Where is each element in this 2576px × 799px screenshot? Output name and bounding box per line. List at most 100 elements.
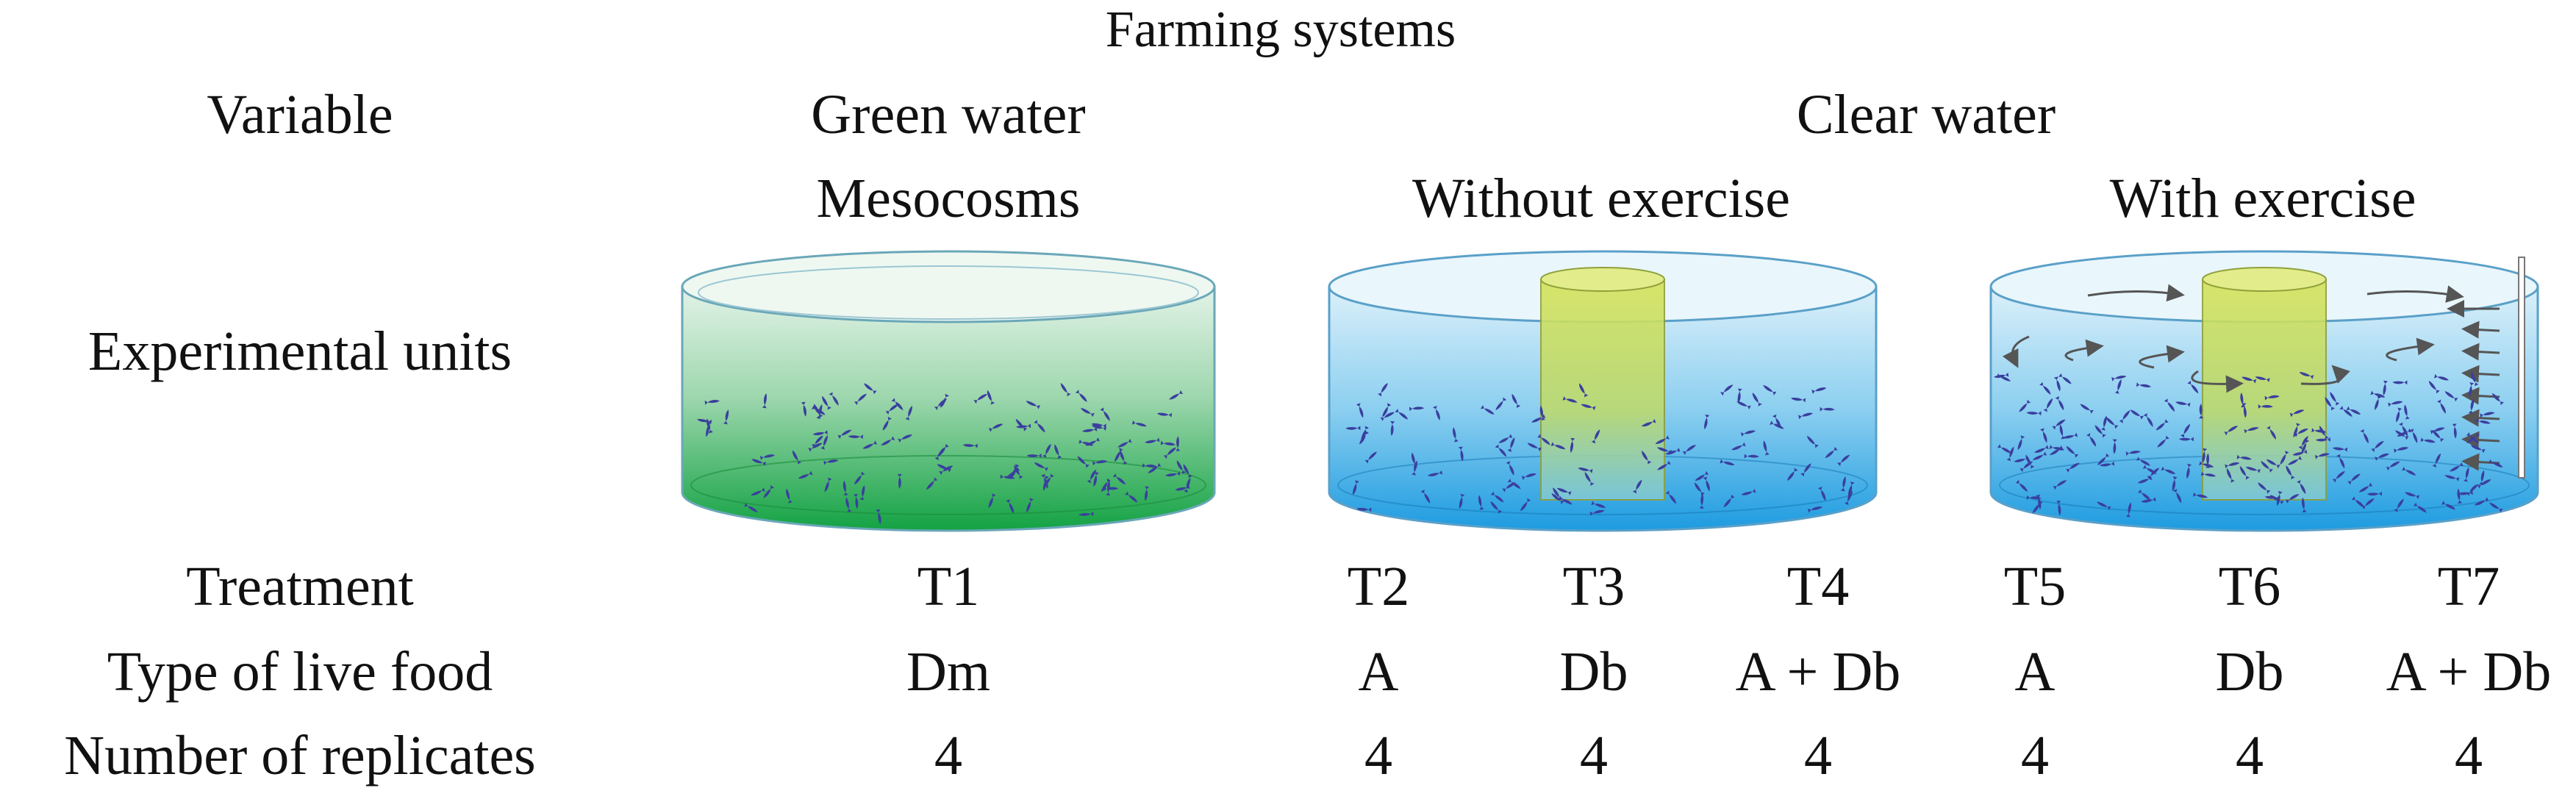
fish-icon	[2396, 407, 2403, 423]
fish-icon	[2242, 403, 2247, 418]
fish-icon	[801, 401, 806, 417]
fish-icon	[2225, 462, 2240, 469]
fish-icon	[2280, 450, 2289, 465]
fish-group	[1345, 383, 1855, 516]
fish-icon	[2205, 453, 2211, 468]
fish-icon	[2039, 381, 2051, 395]
header-type-of-live-food: Type of live food	[107, 641, 493, 703]
fish-icon	[2062, 432, 2078, 439]
fish-icon	[1736, 401, 1751, 410]
fish-icon	[1737, 388, 1742, 404]
fish-icon	[793, 450, 802, 465]
treatment-t4: T4	[1786, 556, 1850, 617]
fish-icon	[2147, 467, 2160, 480]
fish-icon	[881, 436, 895, 445]
fish-icon	[1800, 463, 1811, 477]
fish-icon	[2226, 468, 2235, 483]
fish-icon	[824, 477, 832, 492]
fish-icon	[1125, 491, 1138, 503]
fish-icon	[2138, 489, 2151, 501]
fish-icon	[2366, 491, 2382, 496]
fish-icon	[2432, 429, 2444, 443]
fish-icon	[2464, 467, 2469, 482]
fish-icon	[2285, 494, 2300, 504]
fish-icon	[1006, 499, 1015, 514]
fish-icon	[2358, 482, 2373, 492]
fish-icon	[2161, 466, 2176, 474]
fish-icon	[2097, 453, 2110, 465]
fish-icon	[2474, 497, 2489, 506]
fish-icon	[2336, 454, 2345, 469]
fish-icon	[1411, 452, 1418, 467]
fish-icon	[2125, 502, 2132, 517]
fish-icon	[2361, 498, 2375, 510]
fish-icon	[2056, 501, 2061, 516]
fish-icon	[1117, 438, 1132, 448]
fish-icon	[1453, 427, 1459, 443]
fish-icon	[1156, 412, 1173, 418]
fish-icon	[988, 493, 996, 509]
fish-icon	[1498, 434, 1513, 443]
fish-icon	[2286, 465, 2295, 480]
fish-icon	[2141, 497, 2156, 503]
fish-icon	[2471, 371, 2479, 387]
fish-icon	[2200, 471, 2217, 477]
fish-icon	[1014, 465, 1023, 479]
fish-icon	[2397, 428, 2412, 437]
clear-water-without-exercise-tank	[1328, 250, 1878, 532]
fish-icon	[2315, 437, 2330, 442]
fish-icon	[1345, 426, 1361, 431]
fish-icon	[1091, 425, 1107, 431]
fish-icon	[1763, 440, 1770, 456]
fish-icon	[2489, 502, 2503, 513]
fish-icon	[2114, 379, 2122, 395]
fish-icon	[1772, 414, 1781, 429]
fish-icon	[1026, 498, 1034, 513]
fish-icon	[823, 459, 839, 465]
fish-icon	[1078, 511, 1094, 516]
fish-icon	[2457, 488, 2463, 504]
fish-icon	[2137, 476, 2153, 484]
fish-icon	[1665, 448, 1681, 455]
fish-icon	[1817, 486, 1826, 501]
treatment-t2: T2	[1347, 556, 1410, 617]
fish-icon	[1695, 470, 1709, 481]
fish-group	[1994, 371, 2504, 517]
fish-icon	[1797, 412, 1814, 420]
header-treatment: Treatment	[186, 556, 414, 617]
food-t6: Db	[2215, 641, 2284, 703]
fish-icon	[2332, 447, 2348, 452]
fish-icon	[2292, 449, 2308, 456]
fish-icon	[845, 497, 852, 512]
fish-icon	[2346, 406, 2361, 415]
fish-icon	[1837, 454, 1850, 467]
fish-icon	[1075, 390, 1087, 402]
fish-icon	[2430, 427, 2445, 434]
fish-icon	[1356, 507, 1372, 512]
fish-icon	[2224, 426, 2239, 436]
fish-icon	[2437, 399, 2446, 414]
subsystem-without-exercise: Without exercise	[1412, 168, 1790, 229]
fish-icon	[2332, 471, 2345, 483]
subsystem-with-exercise: With exercise	[2109, 168, 2416, 229]
fish-icon	[2413, 502, 2427, 513]
fish-icon	[2458, 490, 2473, 495]
fish-icon	[1120, 450, 1128, 465]
fish-icon	[1507, 437, 1515, 452]
fish-icon	[2325, 397, 2335, 411]
fish-icon	[2180, 423, 2191, 438]
fish-icon	[1060, 383, 1071, 397]
fish-icon	[812, 430, 828, 436]
fish-icon	[2052, 419, 2066, 430]
fish-icon	[1016, 423, 1031, 429]
fish-icon	[2441, 501, 2456, 510]
fish-icon	[2192, 492, 2208, 498]
fish-icon	[940, 393, 949, 408]
fish-icon	[1114, 448, 1123, 462]
fish-icon	[1478, 495, 1484, 510]
fish-icon	[2288, 456, 2303, 465]
fish-icon	[962, 443, 978, 448]
fish-icon	[2255, 376, 2270, 382]
fish-icon	[2299, 372, 2314, 379]
fish-icon	[1026, 401, 1041, 409]
